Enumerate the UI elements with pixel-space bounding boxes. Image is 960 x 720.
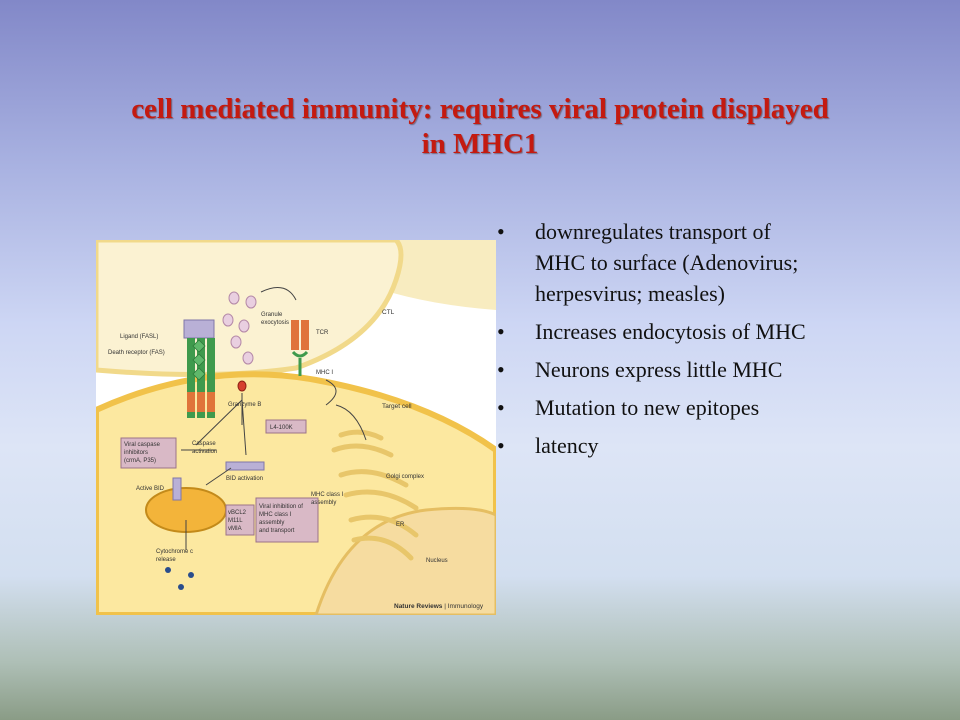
label-caspase-1: Caspase [192,441,216,447]
credit-nature-reviews: Nature Reviews [394,603,443,610]
pathway-arrows [181,379,367,550]
label-mhc-assembly-1: MHC class I [311,492,344,498]
label-cytc-1: Cytochrome c [156,549,193,555]
bullet-text: MHC to surface (Adenovirus; [535,250,799,275]
label-er: ER [396,522,405,528]
label-viral-inhib-4: and transport [259,528,295,534]
bullet-text: downregulates transport of [535,219,771,244]
label-mhc1: MHC I [316,370,333,376]
bullet-item: • Neurons express little MHC [497,354,937,385]
bullet-item: • downregulates transport of MHC to surf… [497,216,937,309]
tcr-mhc [291,320,309,376]
bullet-symbol: • [497,395,505,420]
immunology-figure: CTL Target cell Ligand (FASL) Death rece… [96,240,496,615]
bullet-item: • Increases endocytosis of MHC [497,316,937,347]
slide-title: cell mediated immunity: requires viral p… [40,92,920,162]
label-ligand: Ligand (FASL) [120,334,158,340]
credit-immunology: Immunology [448,603,484,610]
label-bid-activation: BID activation [226,476,263,482]
label-golgi: Golgi complex [386,474,424,480]
credit-separator: | [442,603,447,610]
label-nucleus: Nucleus [426,558,448,564]
label-mhc-assembly-2: assembly [311,500,336,506]
golgi-er [331,429,419,561]
granule-arrow [260,287,297,301]
bullet-symbol: • [497,219,505,244]
label-ctl: CTL [382,309,395,316]
label-target-cell: Target cell [382,403,412,410]
label-tcr: TCR [316,330,329,336]
bullet-item: • Mutation to new epitopes [497,392,937,423]
label-granule-1: Granule [261,312,283,318]
label-viral-inhib-1: Viral inhibition of [259,504,303,510]
cytochrome-dots [165,567,194,590]
bullet-symbol: • [497,357,505,382]
bullet-text: herpesvirus; measles) [535,281,725,306]
bullet-symbol: • [497,433,505,458]
label-m11l: M11L [228,518,243,524]
bullet-text: Mutation to new epitopes [535,395,760,420]
granules [222,291,257,392]
bullet-text: latency [535,433,599,458]
cell-diagram: CTL Target cell Ligand (FASL) Death rece… [96,240,496,615]
label-vmia: vMIA [228,526,242,532]
bullet-item: • latency [497,430,937,461]
label-viral-caspase-2: inhibitors [124,450,148,456]
label-viral-caspase-3: (crmA, P35) [124,458,156,464]
bullet-text: Neurons express little MHC [535,357,783,382]
label-cytc-2: release [156,557,176,563]
fas-receptor [183,319,215,418]
label-viral-inhib-2: MHC class I [259,512,292,518]
label-active-bid: Active BID [136,486,165,492]
title-line-2: in MHC1 [421,128,539,160]
label-death-receptor: Death receptor (FAS) [108,350,165,356]
label-vbcl2: vBCL2 [228,510,247,516]
figure-credit: Nature Reviews | Immunology [394,603,484,610]
label-viral-inhib-3: assembly [259,520,284,526]
title-line-1: cell mediated immunity: requires viral p… [131,93,829,125]
bullet-text: Increases endocytosis of MHC [535,319,806,344]
bullet-list: • downregulates transport of MHC to surf… [497,216,937,468]
label-granzyme: Granzyme B [228,402,261,408]
nucleus-shape [314,506,496,615]
label-granule-2: exocytosis [261,320,289,326]
label-viral-caspase-1: Viral caspase [124,442,161,448]
label-caspase-2: activation [192,449,217,455]
label-l4: L4-100K [270,425,293,431]
bullet-symbol: • [497,319,505,344]
